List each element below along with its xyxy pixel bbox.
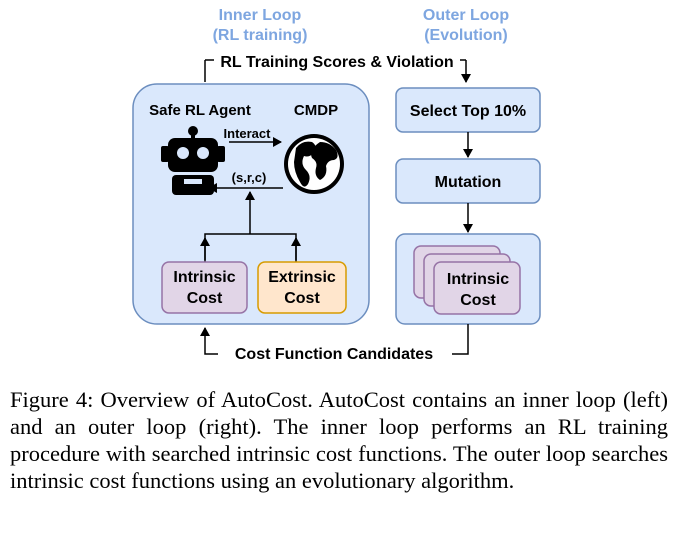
candidate-card-front bbox=[433, 261, 521, 315]
feedback-label: (s,r,c) bbox=[232, 170, 267, 185]
outer-loop-title-line2: (Evolution) bbox=[424, 27, 508, 44]
extrinsic-cost-line2: Cost bbox=[284, 290, 320, 307]
figure-caption: Figure 4: Overview of AutoCost. AutoCost… bbox=[10, 387, 668, 493]
bottom-arrow bbox=[200, 327, 218, 355]
extrinsic-cost-line1: Extrinsic bbox=[268, 269, 336, 286]
agent-label: Safe RL Agent bbox=[149, 102, 251, 119]
mutation-label: Mutation bbox=[435, 174, 502, 191]
bottom-arrow-right-leg bbox=[452, 324, 469, 355]
robot-icon bbox=[161, 126, 225, 195]
intrinsic-cost-line1: Intrinsic bbox=[173, 269, 235, 286]
intrinsic-cost-box bbox=[161, 261, 248, 314]
interact-label: Interact bbox=[224, 126, 272, 141]
outer-loop-title-line1: Outer Loop bbox=[423, 7, 509, 24]
candidate-cost-line1: Intrinsic bbox=[447, 271, 509, 288]
select-top-label: Select Top 10% bbox=[410, 103, 526, 120]
globe-icon bbox=[284, 134, 344, 194]
inner-loop-title-line2: (RL training) bbox=[213, 27, 308, 44]
extrinsic-cost-box bbox=[257, 261, 347, 314]
env-label: CMDP bbox=[294, 102, 338, 119]
autocost-diagram: Inner Loop (RL training) Outer Loop (Evo… bbox=[132, 7, 541, 363]
bottom-arrow-label: Cost Function Candidates bbox=[235, 346, 433, 363]
inner-loop-title-line1: Inner Loop bbox=[219, 7, 302, 24]
intrinsic-cost-line2: Cost bbox=[187, 290, 223, 307]
top-arrow-label: RL Training Scores & Violation bbox=[220, 54, 453, 71]
candidate-cost-line2: Cost bbox=[460, 292, 496, 309]
